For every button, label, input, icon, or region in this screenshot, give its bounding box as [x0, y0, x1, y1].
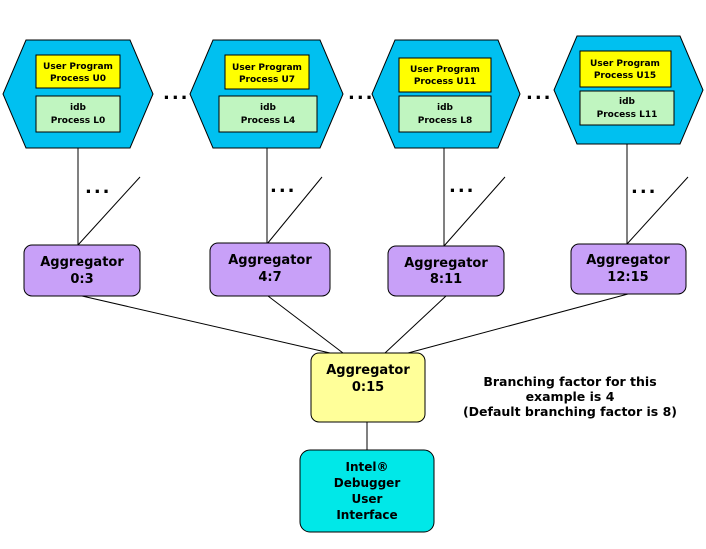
- hex-node-2: User Program Process U7 idb Process L4: [189, 39, 344, 149]
- debugger-ui: Intel® Debugger User Interface: [299, 449, 435, 533]
- aggregator-range: 12:15: [607, 270, 648, 285]
- branch-line-2: [266, 176, 323, 245]
- ui-line-4: Interface: [336, 508, 397, 522]
- user-process-label: Process U0: [50, 74, 106, 84]
- ui-line-3: User: [352, 492, 383, 506]
- user-process-label: Process U7: [239, 75, 295, 85]
- aggregator-box: [387, 245, 505, 297]
- edge-agg-2-root: [267, 295, 344, 354]
- user-program-label: User Program: [232, 63, 302, 73]
- aggregator-8-11: Aggregator 8:11: [387, 245, 505, 297]
- user-program-box: [398, 57, 492, 93]
- idb-process-box: [398, 95, 492, 133]
- hex-node-1: User Program Process U0 idb Process L0: [2, 39, 154, 149]
- user-program-label: User Program: [43, 62, 113, 72]
- ui-line-1: Intel®: [346, 460, 389, 474]
- aggregator-range: 4:7: [258, 270, 281, 285]
- branching-factor-note: Branching factor for this example is 4 (…: [463, 374, 677, 419]
- branch-dots-4: ...: [631, 177, 658, 198]
- branch-dots-3: ...: [449, 176, 476, 197]
- idb-process-label: Process L0: [51, 116, 106, 126]
- branch-line-1: [77, 176, 141, 246]
- note-line-2: example is 4: [526, 389, 615, 404]
- edge-agg-3-root: [384, 295, 447, 354]
- branch-dots-2: ...: [270, 176, 297, 197]
- note-line-3: (Default branching factor is 8): [463, 404, 677, 419]
- aggregator-box: [209, 242, 331, 297]
- connector-lines: [77, 144, 689, 450]
- node-gap-dots-2: ...: [348, 83, 375, 104]
- aggregator-title: Aggregator: [586, 253, 670, 268]
- edge-agg-1-root: [81, 295, 331, 354]
- debugger-ui-box: [299, 449, 435, 533]
- idb-label: idb: [260, 103, 277, 113]
- user-process-label: Process U11: [414, 77, 476, 87]
- idb-label: idb: [70, 103, 87, 113]
- user-program-box: [35, 54, 121, 89]
- root-aggregator-title: Aggregator: [326, 363, 410, 378]
- root-aggregator: Aggregator 0:15: [310, 352, 426, 423]
- aggregator-title: Aggregator: [404, 256, 488, 271]
- idb-process-box: [35, 95, 121, 133]
- aggregator-box: [23, 244, 141, 297]
- ui-line-2: Debugger: [334, 476, 401, 490]
- branch-line-3: [443, 176, 506, 247]
- aggregator-0-3: Aggregator 0:3: [23, 244, 141, 297]
- aggregator-range: 8:11: [430, 272, 462, 287]
- hex-node-3: User Program Process U11 idb Process L8: [371, 39, 521, 149]
- note-line-1: Branching factor for this: [483, 374, 656, 389]
- root-aggregator-box: [310, 352, 426, 423]
- aggregator-title: Aggregator: [228, 253, 312, 268]
- aggregator-12-15: Aggregator 12:15: [570, 243, 687, 295]
- aggregator-title: Aggregator: [40, 255, 124, 270]
- user-program-box: [579, 50, 672, 88]
- aggregator-box: [570, 243, 687, 295]
- idb-label: idb: [619, 97, 636, 107]
- edge-agg-4-root: [407, 293, 629, 354]
- root-aggregator-range: 0:15: [352, 380, 384, 395]
- aggregator-4-7: Aggregator 4:7: [209, 242, 331, 297]
- node-gap-dots-3: ...: [526, 83, 553, 104]
- idb-label: idb: [437, 103, 454, 113]
- aggregator-range: 0:3: [70, 272, 93, 287]
- user-process-label: Process U15: [594, 71, 656, 81]
- branch-dots-1: ...: [85, 177, 112, 198]
- idb-process-label: Process L4: [241, 116, 296, 126]
- idb-process-box: [579, 90, 675, 126]
- idb-process-label: Process L8: [418, 116, 473, 126]
- idb-process-box: [218, 95, 318, 133]
- user-program-label: User Program: [410, 65, 480, 75]
- user-program-box: [224, 54, 310, 90]
- node-gap-dots-1: ...: [163, 83, 190, 104]
- idb-process-label: Process L11: [597, 110, 658, 120]
- user-program-label: User Program: [590, 59, 660, 69]
- hex-node-4: User Program Process U15 idb Process L11: [553, 35, 704, 145]
- branch-line-4: [626, 176, 689, 245]
